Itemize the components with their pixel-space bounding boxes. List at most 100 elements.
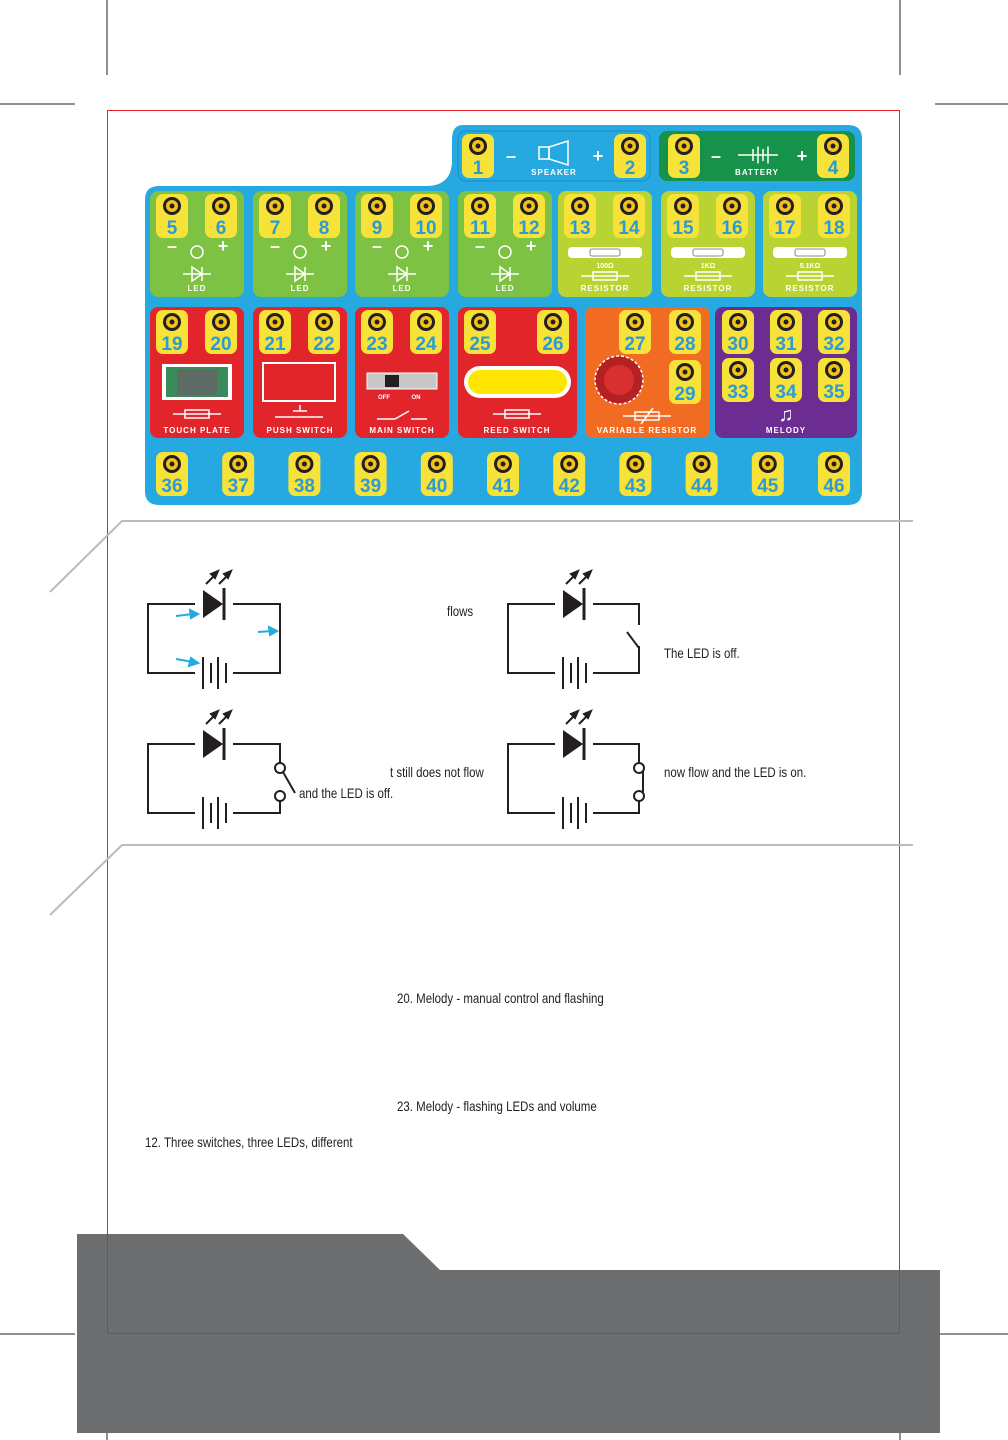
led-minus: – [270, 236, 280, 256]
terminal-8: 8 [308, 194, 340, 239]
terminal-4: 4 [817, 134, 849, 179]
terminal-number: 11 [470, 218, 491, 239]
terminal-number: 5 [167, 218, 178, 239]
reed-switch-label: REED SWITCH [484, 426, 551, 435]
terminal-45: 45 [751, 452, 784, 497]
terminal-23: 23 [361, 310, 393, 355]
circuit-contacts-closed [507, 709, 645, 830]
led-label: LED [291, 284, 310, 293]
terminal-26: 26 [537, 310, 569, 355]
led-plus: + [423, 236, 434, 256]
terminal-27: 27 [619, 310, 651, 355]
terminal-43: 43 [619, 452, 652, 497]
terminal-number: 40 [426, 476, 447, 497]
terminal-6: 6 [205, 194, 237, 239]
terminal-number: 32 [823, 334, 844, 355]
led-minus: – [167, 236, 177, 256]
resistor-label: RESISTOR [684, 284, 733, 293]
terminal-number: 37 [228, 476, 249, 497]
circuit-contacts-open [147, 709, 296, 830]
circuit-4-caption: now flow and the LED is on. [664, 764, 807, 780]
terminal-33: 33 [722, 358, 754, 403]
terminal-1: 1 [462, 134, 494, 179]
terminal-12: 12 [513, 194, 545, 239]
melody-label: MELODY [766, 426, 806, 435]
speaker-minus: – [506, 146, 516, 166]
terminal-41: 41 [487, 452, 519, 497]
terminal-36: 36 [156, 452, 188, 497]
battery-minus: – [711, 146, 721, 166]
terminal-10: 10 [410, 194, 442, 239]
terminal-number: 1 [473, 158, 484, 179]
terminal-number: 22 [313, 334, 334, 355]
resistor-label: RESISTOR [786, 284, 835, 293]
terminal-20: 20 [205, 310, 237, 355]
terminal-number: 14 [618, 218, 640, 239]
terminal-number: 2 [625, 158, 636, 179]
terminal-25: 25 [464, 310, 496, 355]
variable-resistor-label: VARIABLE RESISTOR [597, 426, 697, 435]
terminal-14: 14 [613, 194, 645, 239]
terminal-number: 21 [264, 334, 286, 355]
terminal-number: 12 [518, 218, 539, 239]
terminal-number: 17 [774, 218, 795, 239]
terminal-number: 33 [727, 382, 748, 403]
terminal-42: 42 [553, 452, 586, 497]
terminal-number: 15 [672, 218, 694, 239]
resistor-label: RESISTOR [581, 284, 630, 293]
terminal-17: 17 [769, 194, 801, 239]
main-switch-label: MAIN SWITCH [369, 426, 434, 435]
terminal-number: 8 [319, 218, 330, 239]
terminal-number: 36 [161, 476, 182, 497]
led-plus: + [321, 236, 332, 256]
project-20-title: 20. Melody - manual control and flashing [397, 990, 604, 1006]
terminal-28: 28 [669, 310, 701, 355]
terminal-number: 9 [372, 218, 383, 239]
terminal-7: 7 [259, 194, 291, 239]
terminal-15: 15 [667, 194, 699, 239]
terminal-5: 5 [156, 194, 188, 239]
terminal-37: 37 [222, 452, 255, 497]
battery-plus: + [797, 146, 808, 166]
led-plus: + [218, 236, 229, 256]
terminal-39: 39 [354, 452, 387, 497]
terminal-number: 4 [828, 158, 839, 179]
terminal-number: 26 [542, 334, 563, 355]
terminal-number: 41 [492, 476, 514, 497]
speaker-plus: + [593, 146, 604, 166]
terminal-number: 3 [679, 158, 690, 179]
speaker-label: SPEAKER [531, 168, 577, 177]
terminal-number: 34 [775, 382, 797, 403]
terminal-number: 35 [823, 382, 845, 403]
terminal-number: 19 [161, 334, 182, 355]
terminal-19: 19 [156, 310, 188, 355]
terminal-18: 18 [818, 194, 850, 239]
terminal-number: 31 [775, 334, 797, 355]
terminal-number: 10 [415, 218, 436, 239]
terminal-number: 29 [674, 384, 695, 405]
resistor-value: 5.1KΩ [800, 263, 821, 270]
terminal-number: 6 [216, 218, 227, 239]
terminal-29: 29 [669, 360, 701, 405]
terminal-30: 30 [722, 310, 754, 355]
terminal-13: 13 [564, 194, 596, 239]
terminal-number: 27 [624, 334, 645, 355]
terminal-32: 32 [818, 310, 850, 355]
terminal-number: 16 [721, 218, 742, 239]
led-label: LED [188, 284, 207, 293]
terminal-number: 45 [757, 476, 779, 497]
terminal-number: 23 [366, 334, 387, 355]
circuit-2-caption: The LED is off. [664, 645, 740, 661]
terminal-24: 24 [410, 310, 442, 355]
circuit-open-switch [507, 569, 640, 690]
terminal-38: 38 [288, 452, 321, 497]
terminal-3: 3 [668, 134, 700, 179]
terminal-44: 44 [685, 452, 718, 497]
terminal-11: 11 [464, 194, 496, 239]
terminal-number: 46 [823, 476, 844, 497]
terminal-number: 25 [469, 334, 491, 355]
project-12-title: 12. Three switches, three LEDs, differen… [145, 1134, 353, 1150]
circuit-1-caption: flows [447, 603, 474, 619]
